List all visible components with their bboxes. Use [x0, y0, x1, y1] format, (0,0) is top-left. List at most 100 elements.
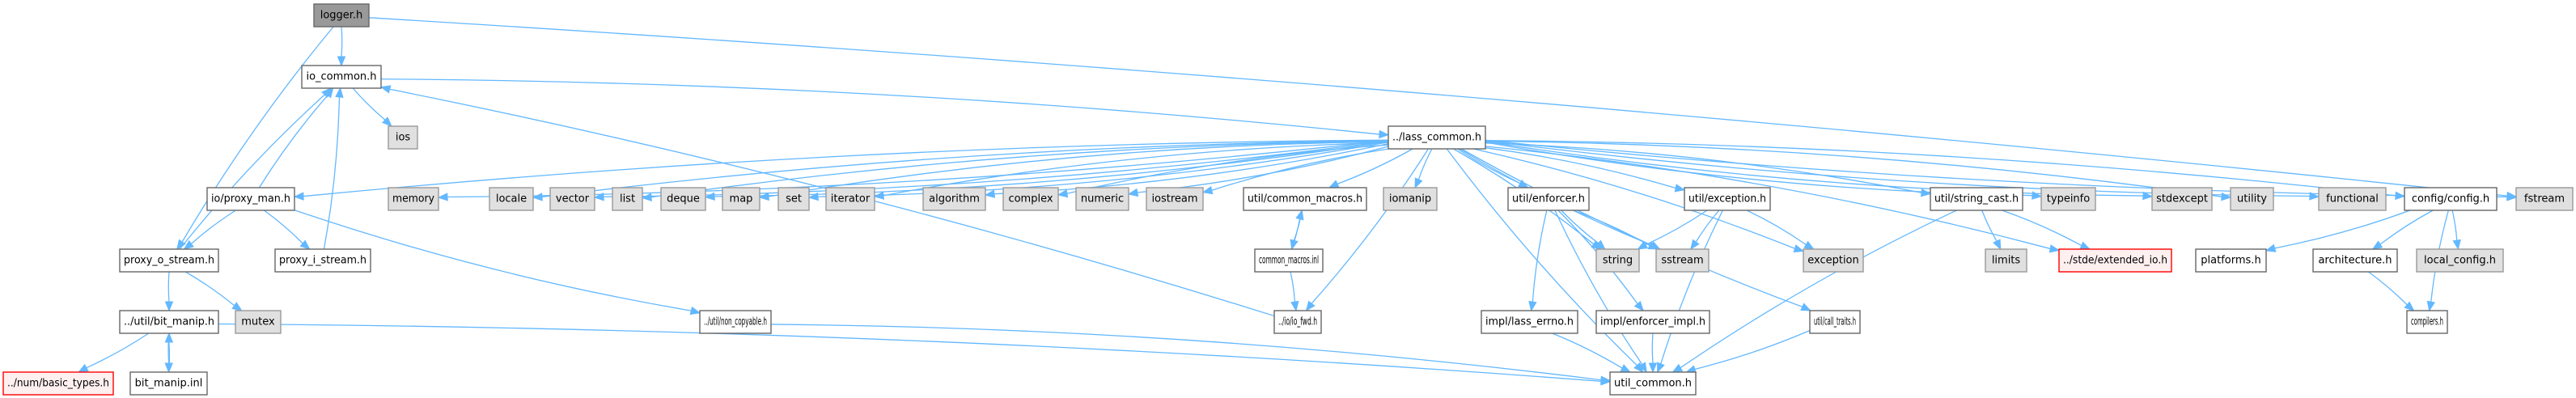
edge-line: [1981, 210, 1998, 242]
node-box: [922, 187, 986, 211]
edge-io_common-to-lass_common: [380, 78, 1390, 139]
arrowhead-icon: [164, 301, 174, 312]
node-box: [2230, 187, 2274, 211]
node-bit-manip-h[interactable]: ../util/bit_manip.h: [119, 310, 219, 334]
node-box: [1930, 187, 2023, 211]
node-enforcer-impl[interactable]: impl/enforcer_impl.h: [1595, 310, 1710, 334]
node-label: vector: [556, 193, 590, 205]
node-lass-common[interactable]: ../lass_common.h: [1388, 125, 1486, 150]
node-io-common[interactable]: io_common.h: [301, 65, 382, 89]
node-complex: complex: [1002, 187, 1059, 211]
edge-enforcer-to-util_common: [1554, 210, 1647, 374]
node-label: complex: [1008, 193, 1053, 205]
node-box: [660, 187, 706, 211]
node-lass-errno[interactable]: impl/lass_errno.h: [1481, 310, 1578, 334]
node-label: ../util/bit_manip.h: [124, 316, 214, 328]
node-functional: functional: [2318, 187, 2387, 211]
edge-proxy_man-to-proxy_i_stream: [264, 210, 311, 250]
node-label: iterator: [831, 193, 871, 205]
node-label: functional: [2326, 193, 2379, 205]
node-call-traits[interactable]: util/call_traits.h: [1809, 310, 1861, 334]
arrowhead-icon: [758, 192, 769, 201]
node-bit-manip-inl[interactable]: bit_manip.inl: [129, 371, 208, 396]
arrowhead-icon: [164, 332, 174, 343]
node-common-macros-h[interactable]: util/common_macros.h: [1243, 187, 1367, 211]
node-io-fwd[interactable]: ../io/io_fwd.h: [1273, 310, 1322, 334]
edge-proxy_man-to-proxy_o_stream: [183, 210, 236, 250]
edge-line: [181, 26, 334, 243]
node-label: util_common.h: [1614, 378, 1692, 390]
node-fstream: fstream: [2515, 187, 2574, 211]
arrowhead-icon: [1290, 300, 1299, 312]
arrowhead-icon: [1671, 363, 1684, 373]
node-architecture[interactable]: architecture.h: [2312, 248, 2398, 273]
node-proxy-i-stream[interactable]: proxy_i_stream.h: [274, 248, 371, 273]
edge-line: [218, 323, 1602, 382]
edge-line: [1417, 148, 1433, 180]
node-set: set: [777, 187, 810, 211]
edge-config-to-local_config: [2451, 210, 2461, 251]
edge-proxy_man-to-non_copyable: [294, 210, 701, 315]
edge-proxy_o_stream-to-mutex: [184, 271, 243, 311]
arrowhead-icon: [2079, 241, 2091, 250]
node-enforcer[interactable]: util/enforcer.h: [1507, 187, 1590, 211]
node-label: impl/lass_errno.h: [1485, 316, 1574, 328]
arrowhead-icon: [2426, 300, 2435, 312]
node-label: typeinfo: [2047, 193, 2090, 205]
edge-proxy_o_stream-to-bit_manip_h: [164, 271, 174, 312]
edge-lass_common-to-proxy_man: [293, 139, 1389, 201]
edge-line: [294, 210, 692, 311]
edge-line: [258, 95, 328, 188]
edge-line: [768, 141, 1389, 197]
edge-line: [1645, 210, 1708, 246]
edge-line: [190, 210, 236, 244]
node-non-copyable[interactable]: ../util/non_copyable.h: [699, 310, 772, 334]
node-string-cast[interactable]: util/string_cast.h: [1930, 187, 2023, 211]
node-exception-h[interactable]: util/exception.h: [1684, 187, 1771, 211]
node-common-macros-inl[interactable]: common_macros.inl: [1254, 248, 1324, 273]
edge-line: [714, 141, 1389, 197]
edge-line: [2451, 210, 2458, 241]
node-label: memory: [392, 193, 434, 205]
node-label: proxy_o_stream.h: [124, 255, 214, 267]
edge-line: [2274, 210, 2411, 249]
node-compilers[interactable]: compilers.h: [2406, 310, 2448, 334]
node-memory: memory: [388, 187, 439, 211]
node-label: impl/enforcer_impl.h: [1600, 316, 1705, 328]
edge-line: [1660, 210, 1723, 364]
edge-lass_errno-to-util_common: [1552, 332, 1632, 373]
node-util-common[interactable]: util_common.h: [1609, 371, 1697, 396]
node-label: algorithm: [929, 193, 980, 205]
node-iterator: iterator: [825, 187, 875, 211]
arrowhead-icon: [293, 192, 304, 201]
edge-line: [167, 341, 171, 373]
node-box: [119, 248, 219, 273]
node-platforms[interactable]: platforms.h: [2195, 248, 2267, 273]
node-ios: ios: [388, 125, 418, 150]
node-config[interactable]: config/config.h: [2404, 187, 2498, 211]
edge-io_common-to-ios: [352, 87, 392, 127]
node-proxy-man[interactable]: io/proxy_man.h: [206, 187, 295, 211]
node-label: utility: [2237, 193, 2267, 205]
arrowhead-icon: [1793, 244, 1805, 253]
node-proxy-o-stream[interactable]: proxy_o_stream.h: [119, 248, 219, 273]
edge-line: [1651, 332, 1654, 364]
edge-enforcer_impl-to-util_common: [1648, 332, 1658, 374]
node-box: [313, 3, 370, 28]
node-box: [1684, 187, 1771, 211]
edge-lass_common-to-extended_io: [1485, 146, 2061, 253]
edge-exception_h-to-util_common: [1657, 210, 1723, 374]
edge-line: [1472, 148, 1795, 249]
edge-line: [1573, 210, 1650, 246]
node-box: [1002, 187, 1059, 211]
node-vector: vector: [549, 187, 595, 211]
arrowhead-icon: [593, 192, 604, 201]
node-logger[interactable]: logger.h: [313, 3, 370, 28]
arrowhead-icon: [1657, 362, 1665, 374]
node-label: io_common.h: [306, 71, 376, 83]
edge-line: [264, 210, 303, 244]
node-label: fstream: [2524, 193, 2565, 205]
edge-exception_h-to-exception: [1746, 210, 1815, 250]
arrowhead-icon: [1648, 362, 1658, 374]
